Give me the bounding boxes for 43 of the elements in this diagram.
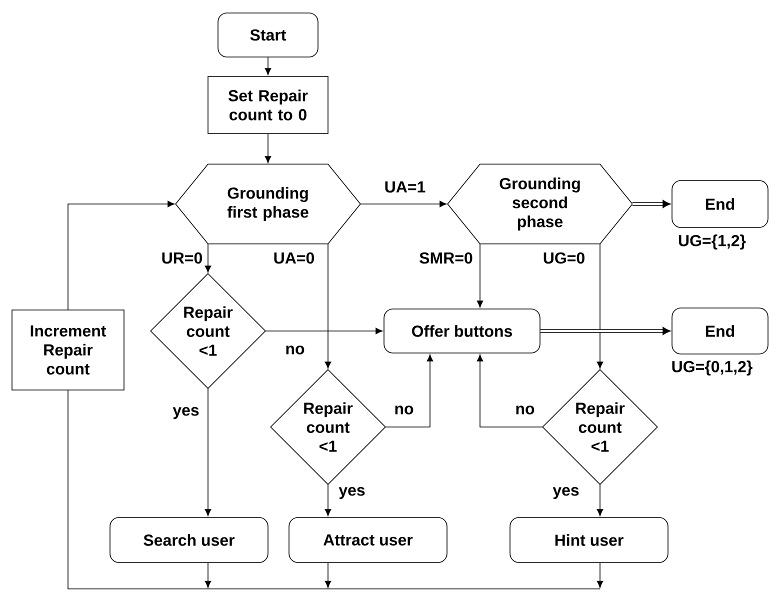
process-box: Increment Repair count [12,310,124,390]
phase-hexagon: Grounding first phase [175,164,361,244]
terminal-box: End [672,180,768,228]
arrow [204,244,212,273]
edge-label: no [393,404,415,416]
process-box: Set Repair count to 0 [208,76,328,134]
edge-label: UG={0,1,2} [670,360,754,376]
edge-label: UG={1,2} [677,234,748,250]
arrow [476,354,543,428]
edge-label: UA=1 [383,180,427,194]
edge-label: yes [552,486,580,500]
edge-label: no [514,404,536,416]
edge-label: no [284,344,306,356]
terminal-box: Search user [110,517,268,563]
arrow [324,244,332,369]
arrow [324,484,332,516]
arrow [324,562,332,588]
phase-hexagon: Grounding second phase [447,164,633,244]
edge-label: yes [338,486,366,500]
edge-label: UR=0 [160,251,204,265]
arrow [596,562,604,588]
arrow [68,200,175,310]
arrow [360,200,447,208]
arrow [476,244,484,308]
terminal-box: Attract user [288,517,448,563]
terminal-box: Start [218,12,318,58]
terminal-box: Offer buttons [384,308,540,354]
arrow [596,484,604,516]
arrow [596,244,604,369]
arrow [632,200,671,208]
edge-label: UA=0 [272,251,316,265]
arrow [385,354,434,428]
arrow [204,562,212,588]
terminal-box: End [672,308,768,354]
edge-label: SMR=0 [418,251,474,265]
arrow [204,388,212,516]
arrow [264,57,272,76]
edge-label: UG=0 [542,251,586,265]
arrow [540,326,671,336]
edge-label: yes [172,406,200,420]
arrow [265,328,383,334]
arrow [264,134,272,164]
terminal-box: Hint user [510,517,668,563]
